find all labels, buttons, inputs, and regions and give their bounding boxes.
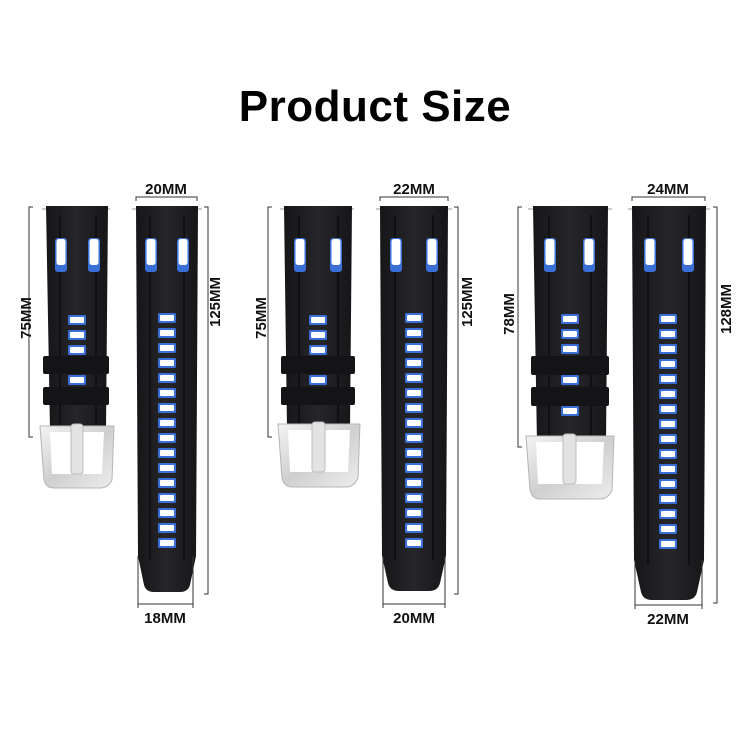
long-length-label: 125MM (459, 277, 476, 327)
long-strap-piece: 24MM 128MM 22MM (628, 181, 735, 628)
page-title: Product Size (238, 82, 512, 131)
long-length-label: 125MM (207, 277, 224, 327)
long-strap-piece: 20MM 125MM 18MM (132, 181, 224, 627)
top-width-label: 20MM (145, 181, 187, 198)
top-width-label: 22MM (393, 181, 435, 198)
buckle-icon (39, 423, 115, 489)
top-width-label: 24MM (647, 181, 689, 198)
tip-width-label: 20MM (393, 610, 435, 627)
short-strap-piece: 78MM (501, 206, 615, 500)
band-24mm: 78MM 24MM (501, 181, 735, 628)
band-20mm: 75MM 20MM (18, 181, 224, 627)
short-length-label: 75MM (253, 297, 270, 339)
long-strap-piece: 22MM 125MM 20MM (376, 181, 476, 627)
tip-width-label: 22MM (647, 611, 689, 628)
band-22mm: 75MM 22MM (253, 181, 476, 627)
short-strap-piece: 75MM (253, 206, 361, 488)
short-length-label: 78MM (501, 293, 518, 335)
long-length-label: 128MM (718, 284, 735, 334)
short-strap-piece: 75MM (18, 206, 115, 489)
short-length-label: 75MM (18, 297, 35, 339)
buckle-icon (525, 433, 615, 500)
buckle-icon (277, 421, 361, 488)
tip-width-label: 18MM (144, 610, 186, 627)
